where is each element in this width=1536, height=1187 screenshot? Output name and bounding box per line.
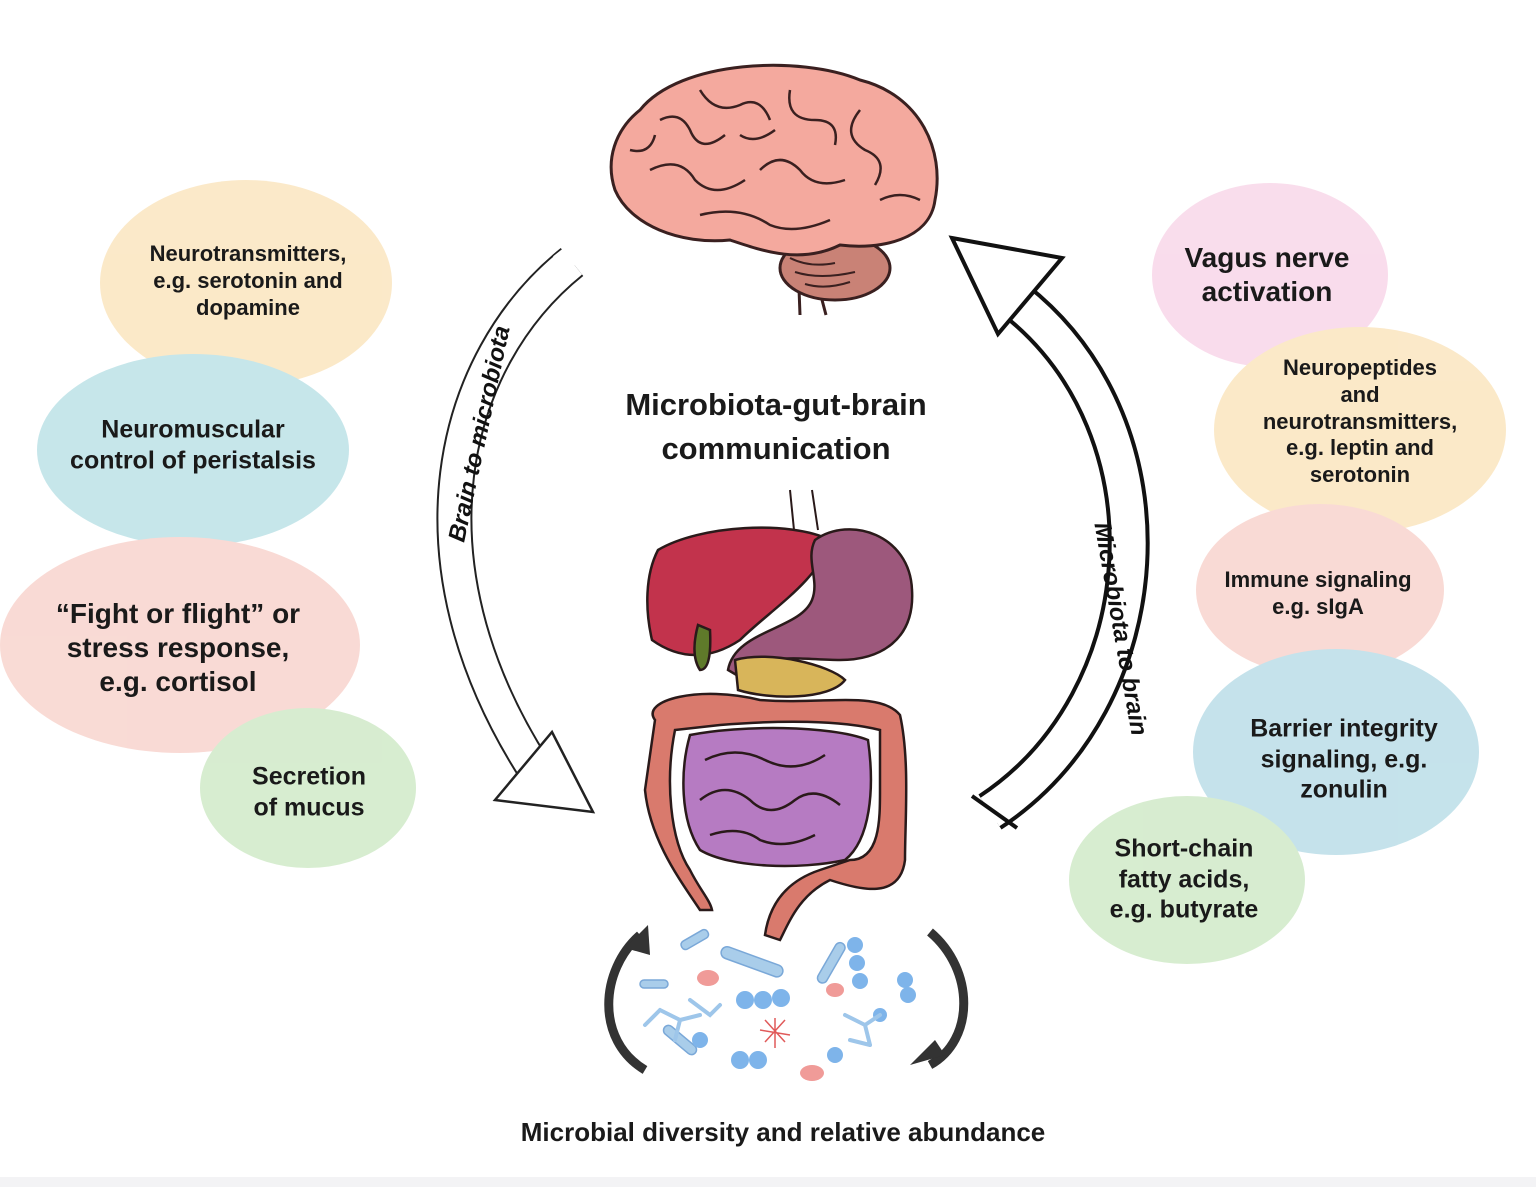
bubble-label-neuromuscular: Neuromuscular control of peristalsis [70,415,316,475]
bubble-neuromuscular [37,354,349,546]
bottom-strip [0,1177,1536,1187]
digestive-system-illustration [643,489,914,942]
brain-illustration [609,63,939,316]
brain-to-microbiota-arrow [436,237,596,814]
bubble-label-neurotransmitters: Neurotransmitters, e.g. serotonin and do… [149,240,347,320]
bubble-secretion-mucus [200,708,416,868]
bubble-label-immune-signaling: Immune signaling e.g. sIgA [1224,567,1412,619]
bubble-label-secretion-mucus: Secretion of mucus [252,762,366,822]
bubble-label-fight-or-flight: “Fight or flight” or stress response, e.… [55,597,301,698]
bubble-vagus-nerve [1152,183,1388,367]
bubble-fight-or-flight [0,537,360,753]
bubble-neurotransmitters [100,180,392,386]
bubble-immune-signaling [1196,504,1444,676]
bubble-neuropeptides [1214,327,1506,533]
bubble-label-barrier-integrity: Barrier integrity signaling, e.g. zonuli… [1250,714,1438,804]
diagram-title: Microbiota-gut-brain communication [625,386,927,466]
bubble-label-short-chain-fatty-acids: Short-chain fatty acids, e.g. butyrate [1109,834,1259,924]
bubble-barrier-integrity [1193,649,1479,855]
bubble-label-neuropeptides: Neuropeptides and neurotransmitters, e.g… [1262,354,1458,488]
bubble-short-chain-fatty-acids [1069,796,1305,964]
diagram-caption: Microbial diversity and relative abundan… [520,1117,1046,1148]
microbes-illustration [604,925,969,1081]
bubble-label-vagus-nerve: Vagus nerve activation [1184,241,1350,307]
microbiota-to-brain-arrow [948,235,1150,831]
